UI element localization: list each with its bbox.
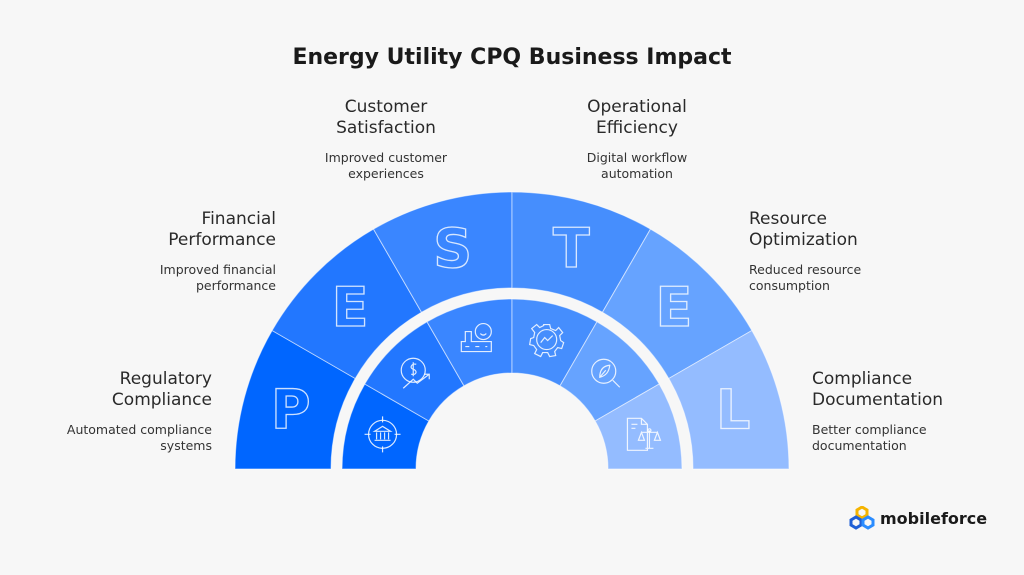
label-line: Compliance — [812, 369, 913, 389]
label-line: Compliance — [111, 390, 212, 410]
label-line: Operational — [587, 97, 687, 117]
desc-line: Improved customer — [324, 150, 448, 165]
desc-line: Improved financial — [159, 262, 276, 277]
page-title: Energy Utility CPQ Business Impact — [292, 45, 732, 70]
desc-line: systems — [160, 438, 212, 453]
logo-hexagons-icon — [849, 506, 875, 530]
label-line: Documentation — [812, 390, 944, 410]
desc-line: Reduced resource — [749, 262, 862, 277]
label-line: Customer — [344, 97, 428, 117]
bank-target-icon — [364, 416, 401, 453]
segment-letter-e: E — [332, 276, 369, 339]
mobileforce-logo: mobileforce — [848, 506, 987, 530]
label-line: Regulatory — [119, 369, 212, 389]
desc-line: performance — [195, 278, 276, 293]
leaf-search-icon — [591, 358, 621, 388]
segment-letter-l: L — [716, 379, 750, 442]
segment-letter-s: S — [433, 217, 472, 280]
desc-line: Digital workflow — [586, 150, 688, 165]
dollar-growth-icon — [400, 357, 430, 389]
segment-letter-t: T — [553, 217, 590, 280]
label-line: Efficiency — [596, 118, 678, 138]
desc-line: automation — [601, 166, 673, 181]
desc-line: documentation — [812, 438, 907, 453]
label-line: Resource — [749, 209, 827, 229]
segment-letter-p: P — [271, 379, 311, 442]
smiley-building-icon — [460, 322, 492, 353]
desc-line: Automated compliance — [66, 422, 212, 437]
document-scales-icon — [626, 417, 662, 451]
desc-line: consumption — [749, 278, 830, 293]
desc-line: experiences — [348, 166, 424, 181]
label-line: Performance — [168, 230, 276, 250]
label-line: Satisfaction — [336, 118, 436, 138]
outer-segment-6 — [668, 329, 790, 470]
logo-text: mobileforce — [880, 508, 988, 528]
segment-letter-e: E — [655, 276, 692, 339]
inner-segment-6 — [594, 383, 683, 470]
gear-chart-icon — [528, 323, 565, 358]
desc-line: Better compliance — [812, 422, 927, 437]
label-line: Optimization — [749, 230, 858, 250]
label-line: Financial — [201, 209, 276, 229]
